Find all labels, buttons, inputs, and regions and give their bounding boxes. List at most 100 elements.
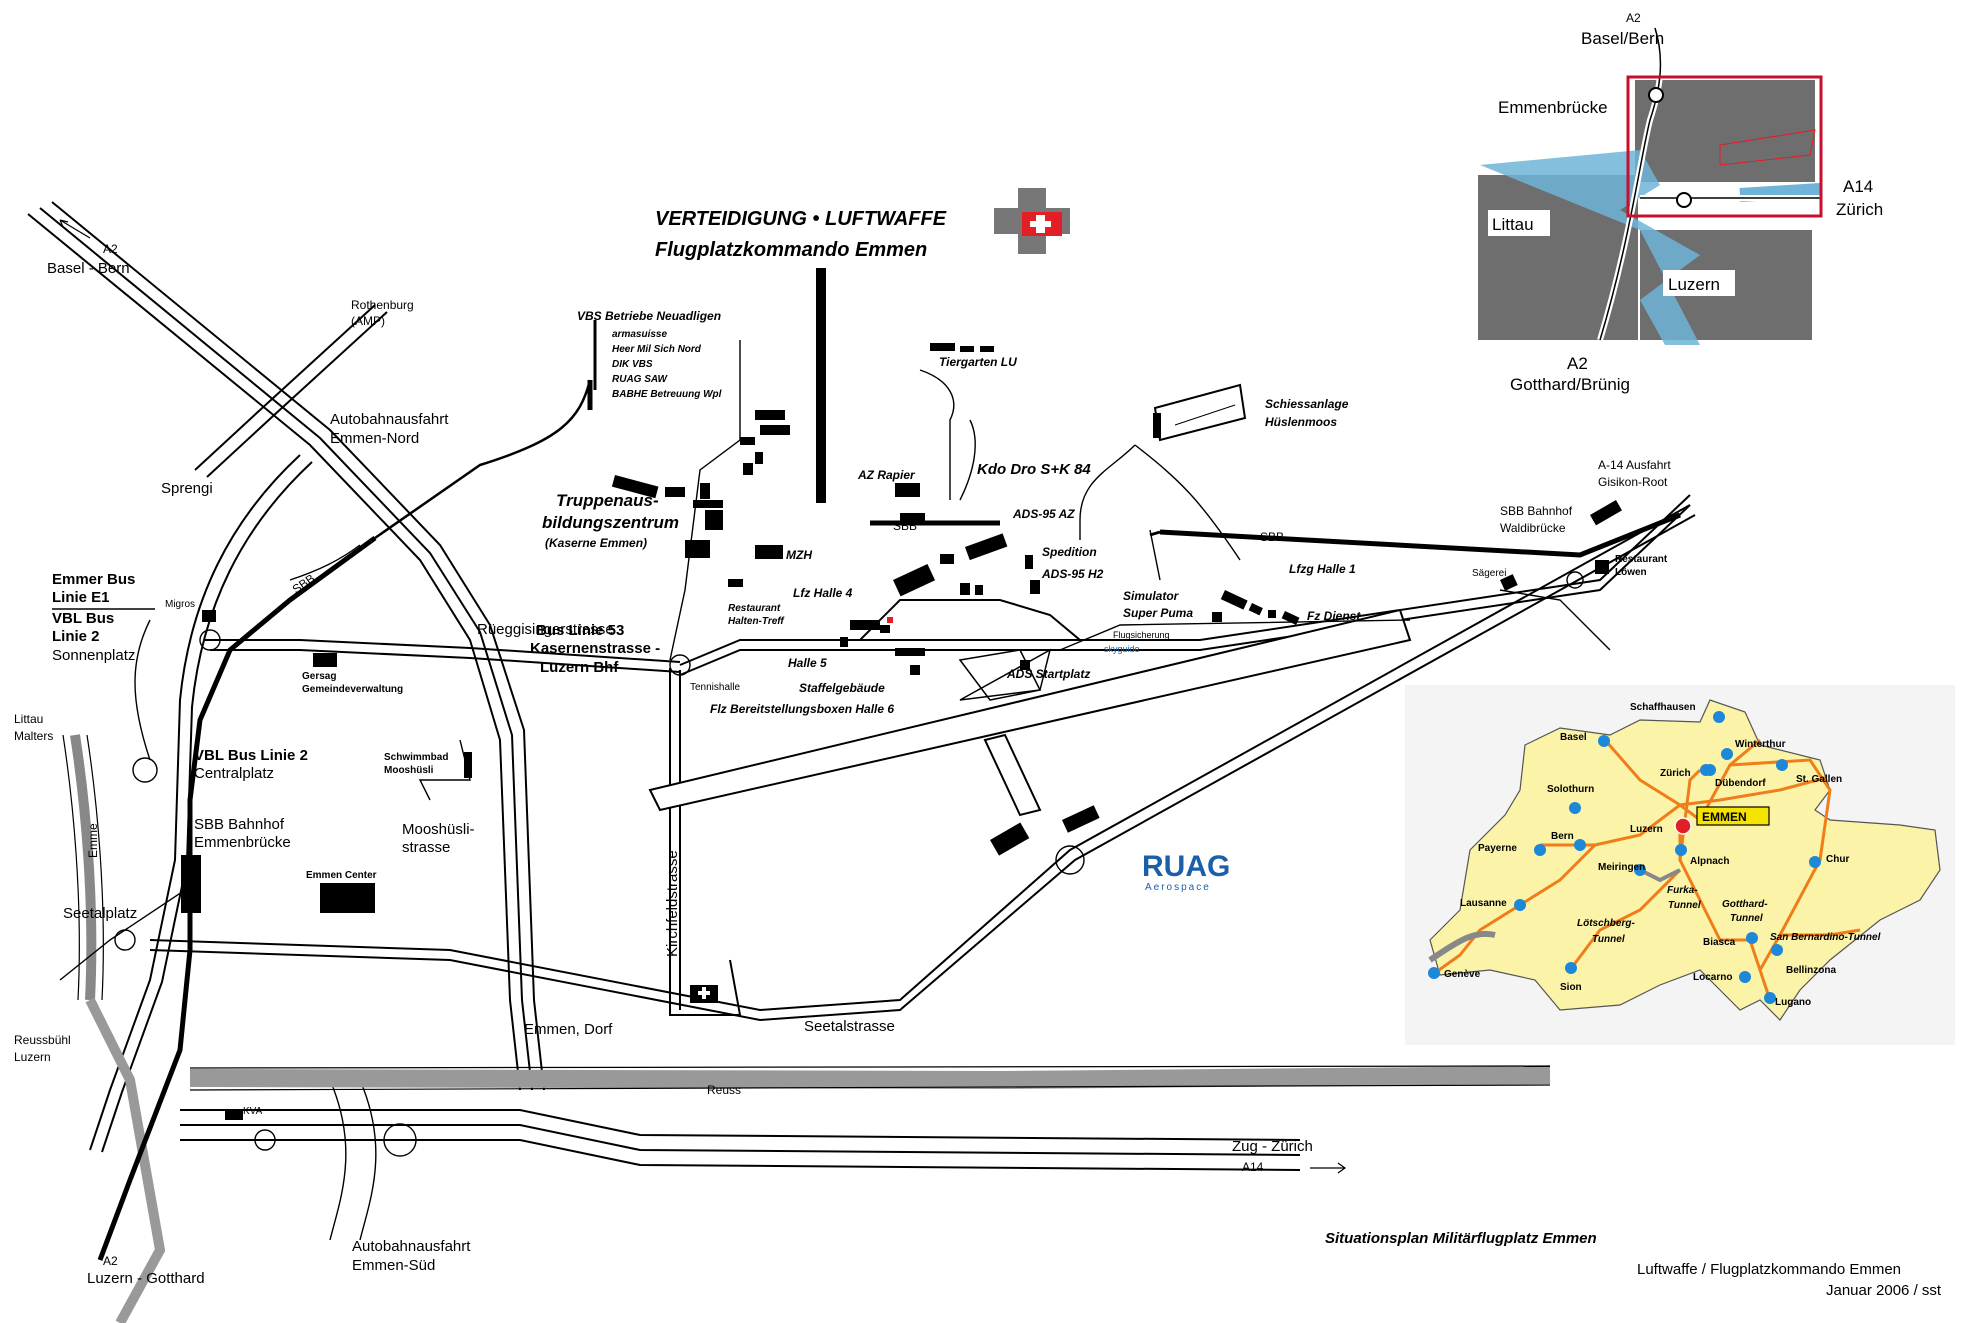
label-bus53-1: Bus Linie 53	[536, 622, 624, 639]
ruag-logo: RUAG	[1142, 850, 1230, 883]
label-rothenburg-sub: (AMP)	[351, 314, 385, 328]
highways	[27, 201, 1301, 1241]
label-truppen-3: (Kaserne Emmen)	[545, 536, 647, 550]
swiss-city-luzern: Luzern	[1630, 824, 1663, 835]
label-restaurant-1: Restaurant	[728, 603, 781, 614]
swiss-emmen: EMMEN	[1702, 810, 1747, 824]
label-reuss: Reuss	[707, 1083, 741, 1097]
label-rothenburg: Rothenburg	[351, 298, 414, 312]
swiss-city-geneve: Genève	[1444, 969, 1481, 980]
swiss-city-lausanne: Lausanne	[1460, 898, 1507, 909]
inset-luzern: Luzern	[1668, 275, 1720, 294]
inset-a14: A14	[1843, 177, 1873, 196]
label-spedition: Spedition	[1042, 545, 1097, 559]
label-sbb-3: SBB	[1260, 530, 1284, 544]
label-flugsicherung: Flugsicherung	[1113, 630, 1170, 640]
header: VERTEIDIGUNG • LUFTWAFFE Flugplatzkomman…	[655, 188, 1070, 503]
label-sonnenplatz: Sonnenplatz	[52, 647, 135, 664]
swiss-city-biasca: Biasca	[1703, 937, 1736, 948]
swiss-city-st-gallen: St. Gallen	[1796, 774, 1842, 785]
label-halle5: Halle 5	[788, 656, 827, 670]
label-emmen-center: Emmen Center	[306, 870, 377, 881]
label-luzern-gotthard: Luzern - Gotthard	[87, 1270, 205, 1287]
label-tennishalle: Tennishalle	[690, 682, 740, 693]
label-gersag-1: Gersag	[302, 671, 336, 682]
swiss-tunnel-gotthard-2: Tunnel	[1730, 913, 1763, 924]
label-exit-north-2: Emmen-Nord	[330, 430, 419, 447]
label-rueeggisinger: Rüeggisingerstrasse	[477, 621, 614, 638]
label-zug-zuerich: Zug - Zürich	[1232, 1138, 1313, 1155]
header-title: VERTEIDIGUNG • LUFTWAFFE	[655, 208, 947, 230]
label-vbl-central-2: Centralplatz	[194, 765, 274, 782]
swiss-tunnel-loetschberg-1: Lötschberg-	[1577, 918, 1635, 929]
swiss-city-meiringen: Meiringen	[1598, 862, 1645, 873]
label-lfzg-halle1: Lfzg Halle 1	[1289, 562, 1356, 576]
label-basel-bern: Basel - Bern	[47, 260, 130, 277]
label-littau: Littau	[14, 712, 43, 726]
label-ads95h2: ADS-95 H2	[1041, 567, 1104, 581]
label-truppen-1: Truppenaus-	[556, 491, 659, 510]
swiss-city-lugano: Lugano	[1775, 997, 1811, 1008]
swiss-city-locarno: Locarno	[1693, 972, 1732, 983]
label-sbb-emmen-1: SBB Bahnhof	[194, 816, 285, 833]
label-luzern: Luzern	[14, 1050, 51, 1064]
footer: Situationsplan Militärflugplatz Emmen Lu…	[1325, 1230, 1942, 1299]
swiss-tunnel-gotthard-1: Gotthard-	[1722, 899, 1768, 910]
label-kirchfeldstrasse: Kirchfeldstrasse	[664, 850, 681, 957]
label-saegerei: Sägerei	[1472, 568, 1506, 579]
swiss-tunnel-san-bernardino: San Bernardino-Tunnel	[1770, 932, 1881, 943]
swiss-city-winterthur: Winterthur	[1735, 739, 1786, 750]
label-sbb-emmen-2: Emmenbrücke	[194, 834, 291, 851]
label-bus53-3: Luzern Bhf	[540, 659, 619, 676]
swiss-city-zuerich: Zürich	[1660, 768, 1691, 779]
label-kdo-dro: Kdo Dro S+K 84	[977, 461, 1091, 478]
inset-bottom: Gotthard/Brünig	[1510, 375, 1630, 394]
buildings	[202, 343, 1622, 1120]
label-fz-dienst: Fz Dienst	[1307, 609, 1361, 623]
label-vbs-item-2: Heer Mil Sich Nord	[612, 344, 702, 355]
label-a14-exit-1: A-14 Ausfahrt	[1598, 458, 1671, 472]
inset-zuerich: Zürich	[1836, 200, 1883, 219]
inset-swiss: EMMEN Schaffhausen Basel Winterthur Züri…	[1405, 685, 1955, 1045]
swiss-city-payerne: Payerne	[1478, 843, 1517, 854]
inset-overview: A2 Basel/Bern Emmenbrücke A14 Zürich Lit…	[1478, 11, 1883, 394]
label-seetalstrasse: Seetalstrasse	[804, 1018, 895, 1035]
label-vbl-central-1: VBL Bus Linie 2	[194, 747, 308, 764]
label-exit-north-1: Autobahnausfahrt	[330, 411, 449, 428]
inset-top-road: A2	[1626, 11, 1641, 25]
swiss-city-schaffhausen: Schaffhausen	[1630, 702, 1696, 713]
header-subtitle: Flugplatzkommando Emmen	[655, 239, 927, 261]
label-malters: Malters	[14, 729, 53, 743]
label-rest-loewen-1: Restaurant	[1615, 554, 1668, 565]
footer-title: Situationsplan Militärflugplatz Emmen	[1325, 1230, 1597, 1247]
label-seetalplatz: Seetalplatz	[63, 905, 137, 922]
label-vbl-2-2: Linie 2	[52, 628, 100, 645]
swiss-tunnel-loetschberg-2: Tunnel	[1592, 934, 1625, 945]
rivers	[62, 734, 1551, 1323]
label-exit-south-1: Autobahnausfahrt	[352, 1238, 471, 1255]
label-schiess-2: Hüslenmoos	[1265, 415, 1337, 429]
label-bus-e1-1: Emmer Bus	[52, 571, 135, 588]
label-exit-south-2: Emmen-Süd	[352, 1257, 435, 1274]
label-a2-south: A2	[103, 1254, 118, 1268]
swiss-city-sion: Sion	[1560, 982, 1582, 993]
inset-emmenbruecke: Emmenbrücke	[1498, 98, 1608, 117]
label-reussbuehl: Reussbühl	[14, 1033, 71, 1047]
airfield	[648, 383, 1412, 817]
label-az-rapier: AZ Rapier	[857, 468, 916, 482]
label-lfz-halle4: Lfz Halle 4	[793, 586, 853, 600]
label-simulator-1: Simulator	[1123, 589, 1180, 603]
inset-top: Basel/Bern	[1581, 29, 1664, 48]
label-mooshuesli-2: strasse	[402, 839, 450, 856]
local-roads	[59, 320, 1696, 1022]
label-vbs-title: VBS Betriebe Neuadligen	[577, 309, 721, 323]
label-schwimmbad-2: Mooshüsli	[384, 765, 434, 776]
label-ads-start: ADS Startplatz	[1006, 667, 1090, 681]
taxiway	[983, 733, 1042, 817]
label-waldibruecke-1: SBB Bahnhof	[1500, 504, 1573, 518]
ruag-logo-sub: Aerospace	[1145, 882, 1211, 893]
swiss-city-bern: Bern	[1551, 831, 1574, 842]
label-bus-e1-2: Linie E1	[52, 589, 110, 606]
label-skyguide: skyguide	[1104, 644, 1140, 654]
